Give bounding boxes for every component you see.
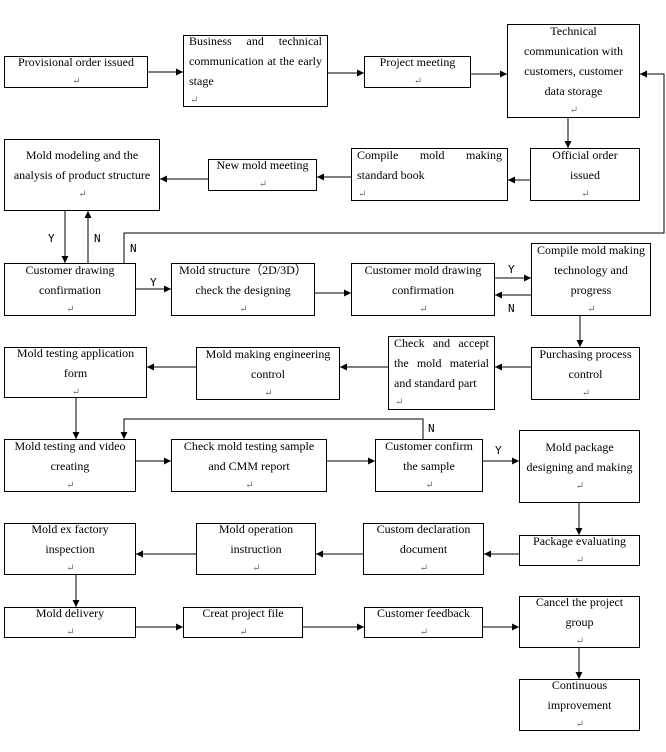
technical-communication-box: Technical communication with customers, …	[507, 24, 640, 118]
project-file-text: Creat project file↵	[202, 605, 284, 638]
compile-technology-text: Compile mold making technology and progr…	[537, 242, 645, 315]
label-no-modeling: N	[94, 232, 101, 245]
cancel-project-group-text: Cancel the project group↵	[535, 595, 624, 647]
label-yes-modeling: Y	[48, 232, 55, 245]
mold-structure-text: Mold structure（2D/3D） check the designin…	[179, 262, 307, 315]
compile-technology-box: Compile mold making technology and progr…	[531, 243, 651, 316]
arrow-confirm-no-loop-to-testing	[120, 418, 424, 439]
continuous-improvement-box: Continuous improvement↵	[519, 678, 640, 731]
package-design-box: Mold package designing and making↵	[519, 430, 640, 503]
new-mold-meeting-box: New mold meeting↵	[208, 158, 317, 191]
testing-application-form-box: Mold testing application form↵	[4, 346, 147, 398]
customer-drawing-confirmation-text: Customer drawing confirmation↵	[25, 262, 115, 315]
compile-standard-book-text: Compile mold making standard book↵	[357, 147, 502, 200]
customer-feedback-text: Customer feedback↵	[377, 605, 470, 638]
project-meeting-text: Project meeting↵	[379, 55, 456, 87]
compile-standard-book-box: Compile mold making standard book↵	[351, 148, 508, 201]
technical-communication-text: Technical communication with customers, …	[524, 24, 623, 116]
testing-video-text: Mold testing and video creating↵	[14, 438, 126, 491]
label-yes-package: Y	[495, 444, 502, 457]
custom-declaration-text: Custom declaration document↵	[376, 522, 471, 574]
customer-drawing-confirmation-box: Customer drawing confirmation↵	[4, 263, 136, 316]
engineering-control-box: Mold making engineering control↵	[196, 347, 340, 400]
provisional-order-text: Provisional order issued↵	[18, 55, 134, 87]
custom-declaration-box: Custom declaration document↵	[363, 522, 484, 575]
ex-factory-inspection-text: Mold ex factory inspection↵	[31, 522, 109, 574]
business-communication-box: Business and technical communication at …	[183, 34, 328, 107]
mold-modeling-text: Mold modeling and the analysis of produc…	[13, 148, 151, 200]
package-evaluating-box: Package evaluating↵	[519, 534, 640, 566]
official-order-box: Official order issued↵	[530, 148, 640, 201]
continuous-improvement-text: Continuous improvement↵	[547, 678, 612, 730]
label-no-sample-loop: N	[428, 422, 435, 435]
mold-structure-box: Mold structure（2D/3D） check the designin…	[171, 263, 315, 316]
customer-mold-drawing-confirmation-box: Customer mold drawing confirmation↵	[351, 263, 495, 316]
mold-delivery-text: Mold delivery↵	[35, 605, 105, 638]
project-file-box: Creat project file↵	[183, 606, 303, 638]
ex-factory-inspection-box: Mold ex factory inspection↵	[4, 522, 136, 575]
business-communication-text: Business and technical communication at …	[189, 34, 322, 106]
provisional-order-box: Provisional order issued↵	[4, 55, 148, 88]
operation-instruction-box: Mold operation instruction↵	[196, 522, 316, 575]
mold-modeling-box: Mold modeling and the analysis of produc…	[4, 139, 160, 211]
package-evaluating-text: Package evaluating↵	[533, 533, 626, 566]
project-meeting-box: Project meeting↵	[364, 55, 471, 88]
customer-mold-drawing-confirmation-text: Customer mold drawing confirmation↵	[364, 262, 482, 315]
label-yes-structure: Y	[150, 276, 157, 289]
label-yes-technology: Y	[508, 263, 515, 276]
check-material-box: Check and accept the mold material and s…	[388, 336, 495, 410]
package-design-text: Mold package designing and making↵	[526, 439, 633, 492]
mold-delivery-box: Mold delivery↵	[4, 606, 136, 638]
arrow-drawing-no-loop-to-technical	[123, 70, 665, 263]
official-order-text: Official order issued↵	[552, 147, 618, 200]
testing-video-box: Mold testing and video creating↵	[4, 439, 136, 492]
check-material-text: Check and accept the mold material and s…	[394, 336, 489, 408]
engineering-control-text: Mold making engineering control↵	[205, 346, 331, 399]
label-no-drawing-loop: N	[130, 242, 137, 255]
customer-confirm-sample-text: Customer confirm the sample↵	[385, 438, 473, 491]
purchasing-process-control-box: Purchasing process control↵	[531, 347, 640, 400]
check-sample-box: Check mold testing sample and CMM report…	[171, 439, 327, 492]
customer-feedback-box: Customer feedback↵	[364, 606, 483, 638]
customer-confirm-sample-box: Customer confirm the sample↵	[375, 439, 483, 492]
new-mold-meeting-text: New mold meeting↵	[216, 158, 309, 190]
label-no-technology: N	[508, 302, 515, 315]
operation-instruction-text: Mold operation instruction↵	[218, 522, 294, 574]
cancel-project-group-box: Cancel the project group↵	[519, 595, 640, 648]
testing-application-form-text: Mold testing application form↵	[16, 345, 135, 398]
check-sample-text: Check mold testing sample and CMM report…	[183, 438, 315, 491]
purchasing-process-control-text: Purchasing process control↵	[539, 346, 632, 399]
